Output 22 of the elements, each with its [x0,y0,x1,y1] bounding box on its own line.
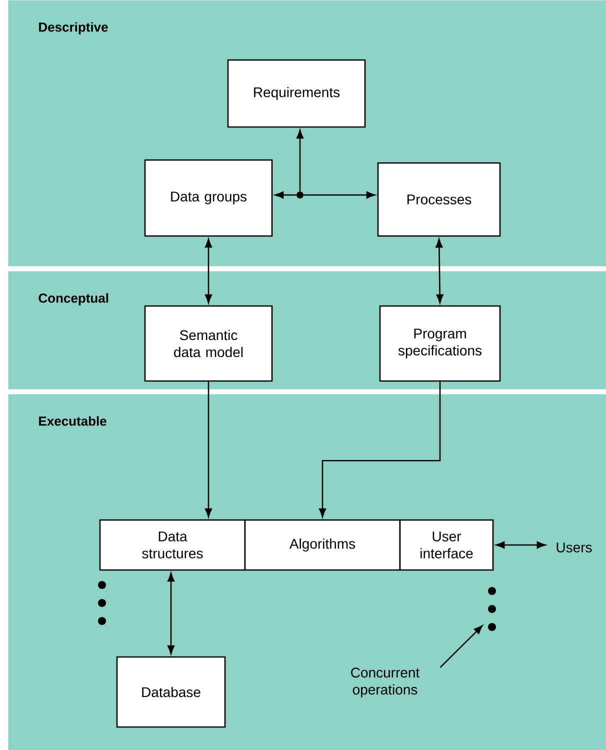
process-box: Data groups [144,159,273,237]
arrow [436,238,444,304]
text-label: Concurrent operations [351,668,420,698]
process-box: User interface [399,519,494,571]
arrow [318,382,441,518]
leader-line [440,625,483,668]
junction-dot [296,192,304,198]
process-box: Data structures [99,519,246,571]
arrow [496,541,546,549]
text-label: Users [556,542,592,552]
arrow [204,382,212,518]
process-box: Processes [377,162,501,237]
arrow [167,572,175,654]
process-box: Semantic data model [144,305,273,382]
process-box: Database [116,656,226,728]
process-box: Requirements [227,59,366,128]
process-box: Program specifications [379,305,501,382]
arrow [304,191,376,199]
arrow [274,191,296,199]
arrow [296,130,304,192]
process-box: Algorithms [244,519,401,571]
arrow [204,238,212,304]
